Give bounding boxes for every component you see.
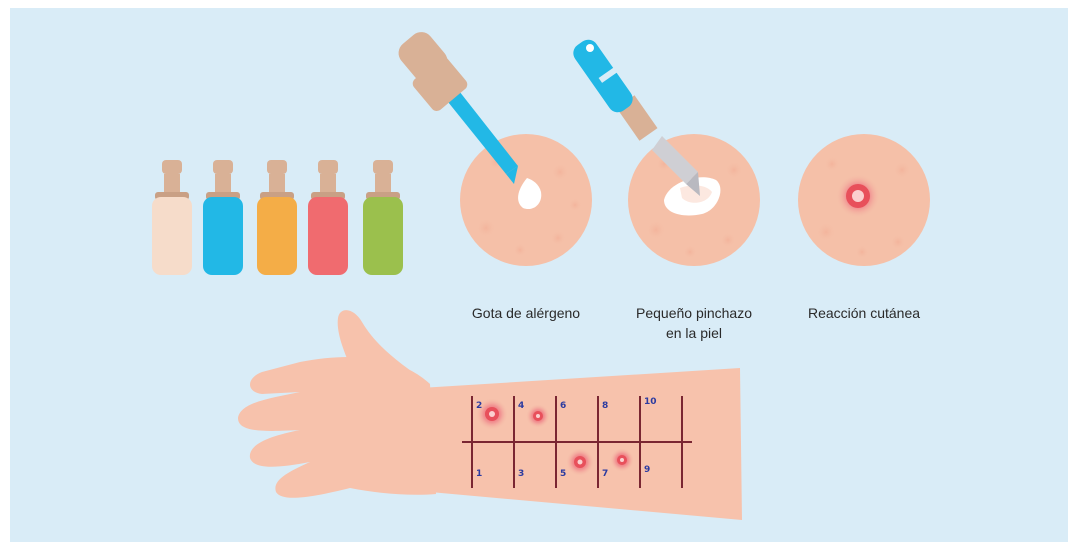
caption-prick-line1: Pequeño pinchazo: [636, 305, 752, 321]
skin-circle-prick: [628, 134, 760, 266]
skin-circle-drop: [460, 134, 592, 266]
skin-circle-reaction: [798, 134, 930, 266]
grid-number: 6: [560, 401, 566, 411]
grid-number: 10: [644, 397, 657, 407]
grid-number: 9: [644, 465, 650, 475]
grid-number: 2: [476, 401, 482, 411]
grid-number: 5: [560, 469, 566, 479]
caption-prick-line2: en la piel: [666, 325, 722, 341]
grid-number: 3: [518, 469, 524, 479]
grid-number: 4: [518, 401, 524, 411]
caption-reaction: Reacción cutánea: [808, 305, 920, 321]
caption-drop: Gota de alérgeno: [472, 305, 580, 321]
grid-number: 1: [476, 469, 482, 479]
grid-number: 8: [602, 401, 608, 411]
grid-number: 7: [602, 469, 608, 479]
